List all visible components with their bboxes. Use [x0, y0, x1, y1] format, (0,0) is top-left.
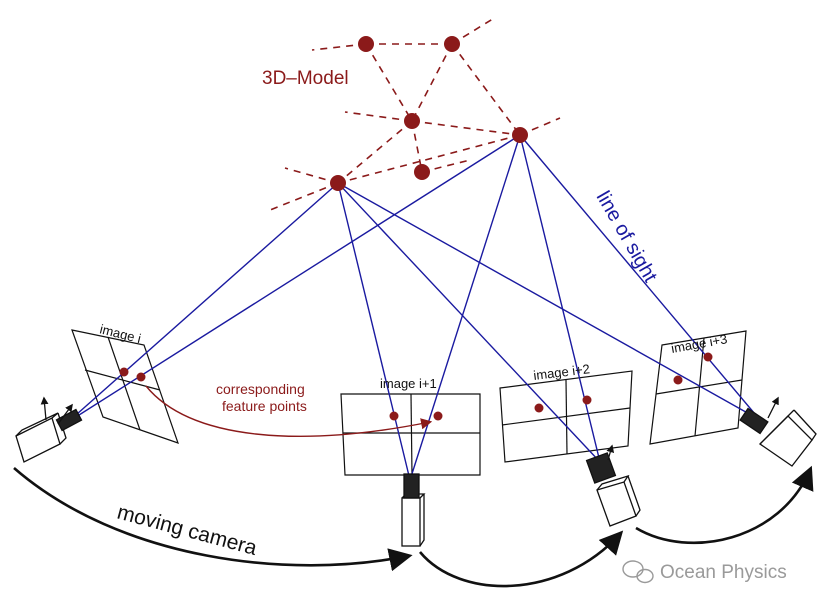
image-plane-i1	[340, 393, 481, 476]
model-label: 3D–Model	[262, 68, 349, 89]
camera-icon	[739, 396, 817, 467]
image-i2-label: image i+2	[533, 361, 591, 383]
line-of-sight-label: line of sight	[592, 188, 662, 287]
camera-path	[13, 465, 814, 588]
corresponding-label-line1: corresponding	[216, 381, 305, 397]
image-i-label: image i	[98, 321, 142, 346]
lines-of-sight	[67, 134, 761, 481]
3d-model-points	[330, 36, 528, 191]
camera-icon	[15, 396, 83, 463]
corresponding-label-line2: feature points	[222, 398, 307, 414]
wechat-icon	[622, 560, 654, 584]
image-i1-label: image i+1	[380, 376, 437, 391]
camera-icon	[401, 473, 426, 547]
feature-points	[119, 352, 713, 421]
image-i3-label: image i+3	[670, 331, 728, 356]
image-plane-i2	[499, 370, 633, 463]
image-plane-i	[71, 329, 179, 444]
camera-icon	[585, 444, 641, 527]
watermark-label: Ocean Physics	[660, 562, 787, 583]
3d-model-graph	[269, 16, 561, 211]
correspondence-arrow	[145, 385, 433, 437]
